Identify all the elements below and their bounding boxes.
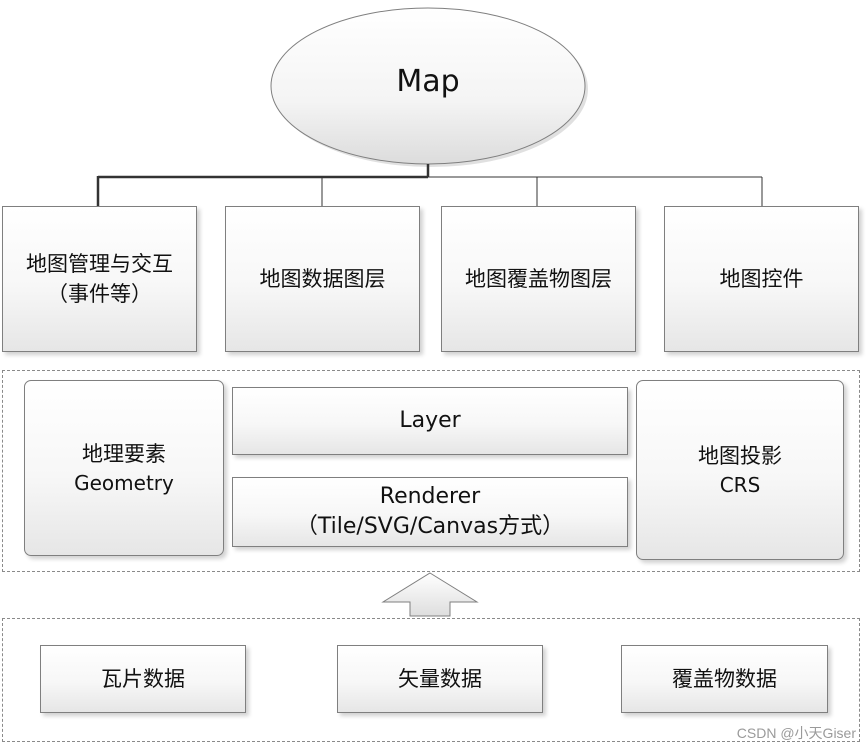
- data-source-group: [2, 618, 860, 742]
- crs-label-cn: 地图投影: [698, 444, 782, 468]
- module-label: 地图控件: [719, 267, 804, 291]
- renderer-sublabel: （Tile/SVG/Canvas方式）: [295, 514, 565, 539]
- geometry-label-cn: 地理要素: [82, 442, 166, 466]
- map-title: Map: [396, 64, 460, 99]
- layer-label: Layer: [399, 408, 461, 433]
- crs-box: 地图投影 CRS: [636, 380, 844, 560]
- renderer-label: Renderer: [379, 484, 481, 509]
- layer-box: Layer: [232, 387, 628, 455]
- module-map-management: 地图管理与交互 （事件等）: [2, 206, 197, 352]
- vector-data-box: 矢量数据: [337, 645, 543, 713]
- tile-data-box: 瓦片数据: [40, 645, 246, 713]
- data-source-label: 瓦片数据: [101, 667, 185, 691]
- module-sublabel: （事件等）: [47, 282, 152, 306]
- core-group: [2, 370, 860, 572]
- renderer-box: Renderer （Tile/SVG/Canvas方式）: [232, 477, 628, 547]
- tree-connectors: [96, 164, 763, 206]
- data-source-label: 覆盖物数据: [672, 667, 777, 691]
- module-label: 地图覆盖物图层: [465, 267, 612, 291]
- geometry-label-en: Geometry: [74, 471, 174, 495]
- module-overlay-layers: 地图覆盖物图层: [441, 206, 636, 352]
- module-controls: 地图控件: [664, 206, 859, 352]
- data-source-label: 矢量数据: [398, 667, 482, 691]
- module-data-layers: 地图数据图层: [225, 206, 420, 352]
- module-label: 地图数据图层: [259, 267, 386, 291]
- geometry-box: 地理要素 Geometry: [24, 380, 224, 556]
- watermark: CSDN @小天Giser: [736, 725, 856, 741]
- overlay-data-box: 覆盖物数据: [621, 645, 828, 713]
- crs-label-en: CRS: [719, 473, 761, 497]
- module-label: 地图管理与交互: [26, 252, 173, 276]
- up-arrow-icon: [381, 572, 479, 617]
